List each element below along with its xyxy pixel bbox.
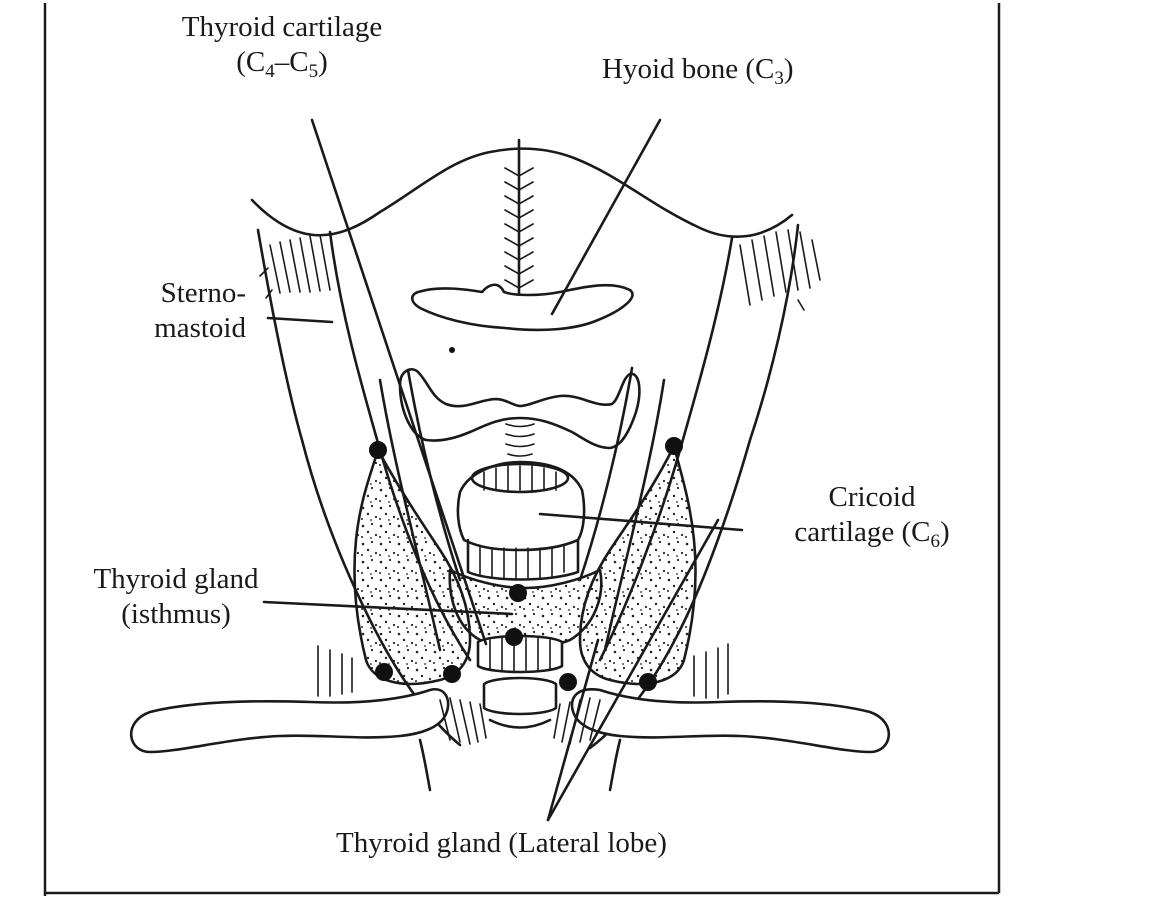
label-thyroid-cartilage-name: Thyroid cartilage — [132, 10, 432, 45]
label-cricoid-line1: Cricoid — [752, 480, 992, 515]
midline-raphe — [505, 140, 533, 296]
label-sternomastoid-line2: mastoid — [92, 311, 246, 346]
label-isthmus-line1: Thyroid gland — [56, 562, 296, 597]
figure-frame — [45, 3, 999, 896]
marker-dot — [449, 347, 455, 353]
label-sternomastoid-line1: Sterno- — [92, 276, 246, 311]
thyroid-right-lobe — [580, 446, 696, 684]
label-cricoid-line2: cartilage (C6) — [752, 515, 992, 550]
label-isthmus-line2: (isthmus) — [56, 597, 296, 632]
tracheal-rings — [478, 636, 562, 728]
laryngeal-rings — [506, 424, 534, 456]
mandible-outline — [252, 149, 792, 237]
label-thyroid-gland-lateral-lobe: Thyroid gland (Lateral lobe) — [336, 826, 667, 861]
leader-sternomastoid — [268, 318, 332, 322]
clavicle-left — [131, 689, 448, 752]
hyoid-bone — [412, 285, 632, 330]
thyroid-left-lobe — [354, 450, 470, 684]
label-thyroid-cartilage: Thyroid cartilage (C4–C5) — [132, 10, 432, 80]
label-cricoid-cartilage: Cricoid cartilage (C6) — [752, 480, 992, 550]
label-sternomastoid: Sterno- mastoid — [92, 276, 246, 346]
cricoid-cartilage — [458, 462, 584, 580]
label-thyroid-cartilage-level: (C4–C5) — [132, 45, 432, 80]
label-hyoid-bone: Hyoid bone (C3) — [602, 52, 794, 87]
label-thyroid-gland-isthmus: Thyroid gland (isthmus) — [56, 562, 296, 632]
